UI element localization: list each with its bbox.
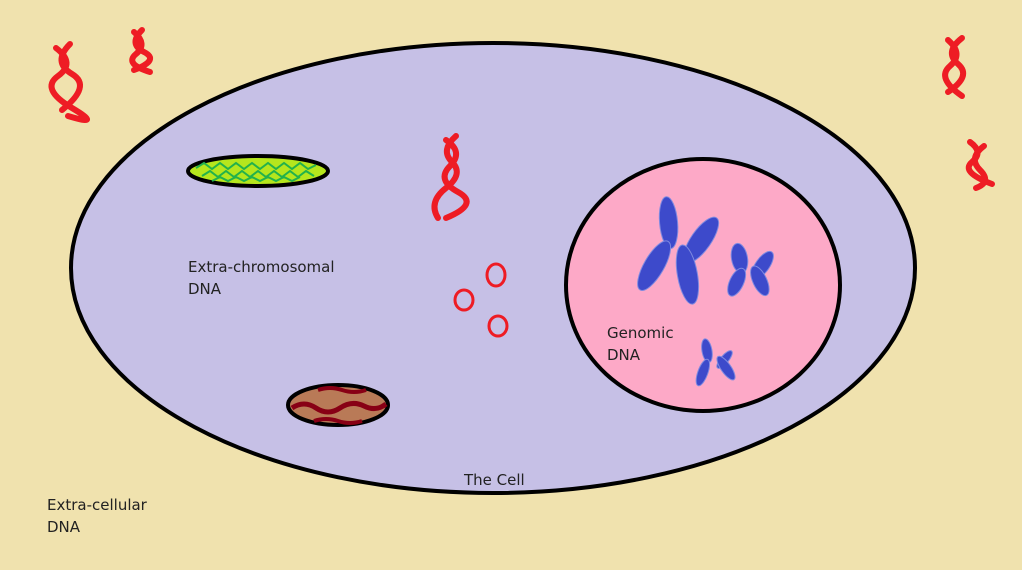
label-line: DNA <box>188 280 222 298</box>
dna-helix <box>58 41 83 113</box>
plasmid <box>487 314 509 338</box>
cell-label: The Cell <box>464 471 525 489</box>
dna-helix <box>131 27 153 73</box>
chromosome <box>695 338 736 387</box>
dna-strands <box>48 27 995 221</box>
chromosome <box>637 196 720 305</box>
label-line: DNA <box>607 346 641 364</box>
dna-helix <box>431 133 460 221</box>
dna-helix <box>945 35 967 95</box>
mitochondrion <box>286 383 390 427</box>
plasmid <box>453 288 475 312</box>
nucleus <box>564 157 842 413</box>
dna-helix <box>441 137 470 221</box>
plasmids <box>453 262 509 338</box>
dna-helix <box>965 139 995 187</box>
chloroplast <box>186 154 330 188</box>
label-line: Extra-chromosomal <box>188 258 335 276</box>
dna-helix <box>971 143 989 191</box>
plasmid <box>485 262 507 288</box>
label-line: Genomic <box>607 324 674 342</box>
chromosome <box>727 242 774 297</box>
label-line: DNA <box>47 518 81 536</box>
label-line: Extra-cellular <box>47 496 147 514</box>
chromosomes <box>637 196 774 387</box>
dna-helix <box>48 45 90 124</box>
